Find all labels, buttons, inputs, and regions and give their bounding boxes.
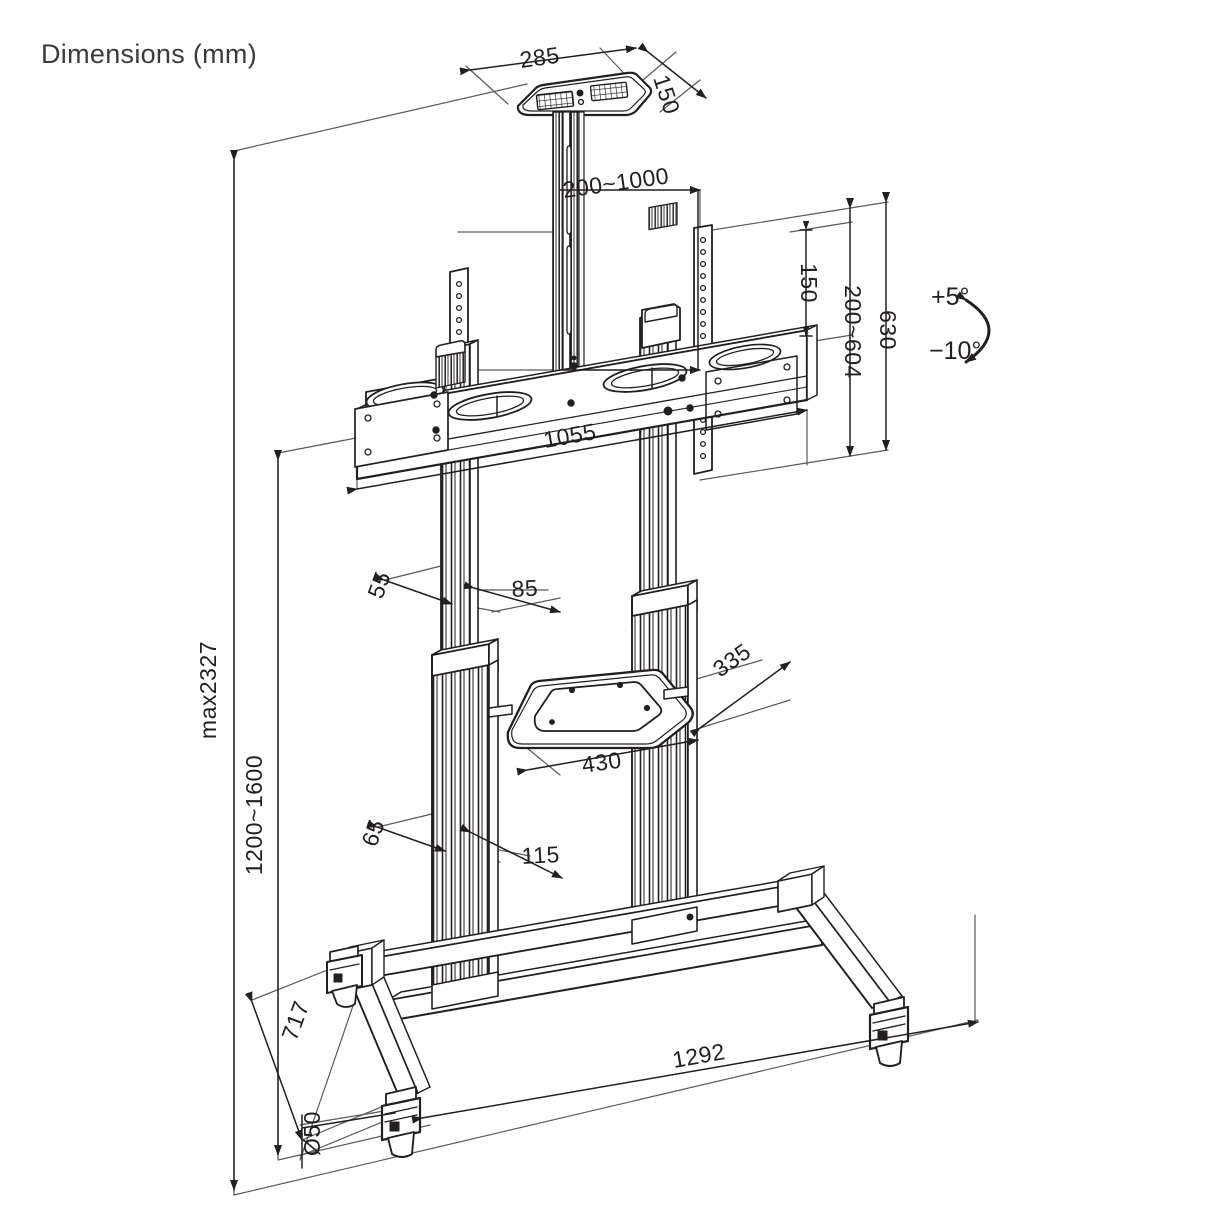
dimension-lines	[230, 42, 979, 1191]
page-title: Dimensions (mm)	[41, 39, 258, 69]
tilt-down-label: −10°	[929, 337, 981, 365]
camera-shelf	[516, 71, 653, 117]
caster-front-left	[380, 1086, 422, 1158]
base-frame	[337, 865, 903, 1100]
dim-base-depth: 717	[276, 997, 314, 1043]
dim-col-depth-top: 55	[362, 568, 396, 602]
caster-rear-left	[326, 945, 363, 1008]
dim-camera-shelf-depth: 150	[648, 72, 685, 118]
dim-base-width: 1292	[670, 1038, 727, 1073]
dim-mount-height: 630	[875, 310, 901, 350]
dim-caster-diameter: Ø50	[299, 1111, 325, 1156]
angle-labels: +5° −10°	[929, 283, 981, 365]
dim-vesa-range: 200~604	[840, 285, 866, 379]
column-right	[631, 201, 698, 932]
av-device-tray	[488, 668, 694, 750]
dim-overall-height: max2327	[195, 641, 221, 739]
camera-extension-pole	[552, 111, 585, 403]
dim-col-depth-bottom: 65	[356, 816, 390, 850]
dim-tray-width: 430	[580, 747, 623, 778]
dim-camera-shelf-width: 285	[518, 42, 561, 73]
column-clamp-left	[435, 340, 466, 389]
dim-col-width-top: 85	[511, 575, 539, 602]
dim-col-width-bottom: 115	[521, 841, 560, 869]
extension-lines	[233, 47, 979, 1196]
dim-vesa-step: 150	[796, 263, 822, 303]
display-mount-bracket	[354, 324, 818, 481]
caster-front-right	[868, 996, 910, 1067]
tilt-angle-arc	[955, 291, 991, 364]
dim-tray-depth: 335	[708, 638, 756, 682]
dim-screen-height-range: 1200~1600	[241, 755, 267, 875]
tilt-up-label: +5°	[931, 283, 970, 311]
